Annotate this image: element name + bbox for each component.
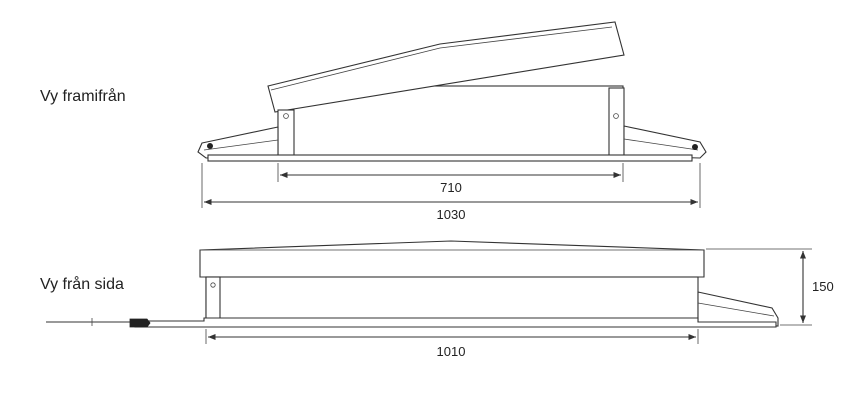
front-dimensions: 710 1030: [201, 163, 701, 222]
dim-label-1010: 1010: [437, 344, 466, 359]
front-left-bracket: [277, 109, 295, 157]
dim-label-710: 710: [440, 180, 462, 195]
dim-label-150: 150: [812, 279, 834, 294]
side-view: Vy från sida: [40, 240, 779, 328]
side-right-flange: [697, 291, 779, 327]
front-left-flange: [197, 126, 279, 159]
front-view: Vy framifrån: [40, 21, 707, 162]
side-base-plate: [134, 317, 777, 328]
side-dimensions: 1010 150: [205, 248, 834, 359]
side-lid: [199, 240, 705, 278]
front-right-bracket: [608, 87, 625, 157]
front-right-flange: [623, 125, 707, 159]
side-left-bracket: [205, 276, 221, 323]
front-view-label: Vy framifrån: [40, 87, 126, 105]
front-base-plate: [207, 154, 693, 162]
side-body: [205, 276, 699, 323]
front-lid: [267, 21, 625, 113]
side-view-label: Vy från sida: [40, 275, 124, 293]
side-hinge-clip: [129, 318, 151, 328]
dim-label-1030: 1030: [437, 207, 466, 222]
